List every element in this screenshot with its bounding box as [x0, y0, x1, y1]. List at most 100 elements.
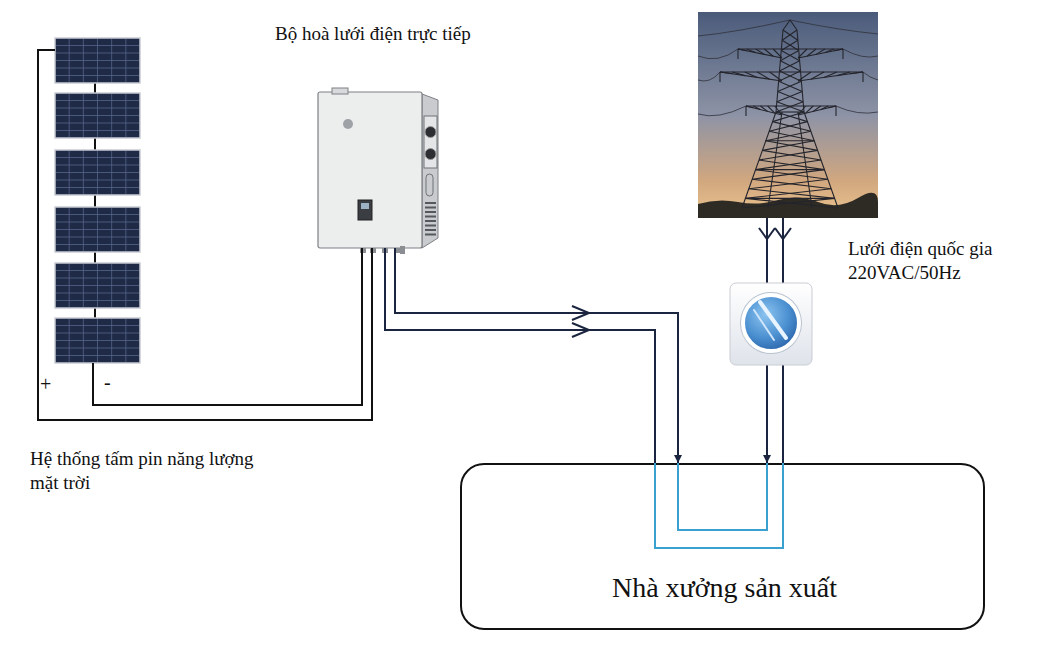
cell-line	[56, 108, 139, 109]
tower-member	[732, 72, 744, 76]
flow-chevron	[775, 228, 791, 239]
cell-line	[56, 75, 139, 76]
transmission-tower-photo	[698, 12, 878, 218]
power-line	[698, 106, 746, 116]
tower-member	[738, 49, 747, 51]
tower-member	[807, 49, 816, 56]
tower-member	[738, 49, 782, 58]
flow-chevron	[759, 228, 775, 239]
panel-frame	[55, 207, 140, 252]
inverter-side	[422, 94, 438, 248]
tower-member	[753, 106, 760, 110]
cable-gland	[370, 248, 376, 253]
panel-frame	[55, 318, 140, 363]
sky	[698, 12, 878, 218]
display-panel	[358, 200, 372, 220]
cell-line	[56, 278, 139, 279]
tower-member	[842, 49, 843, 59]
tower-member	[766, 140, 814, 141]
inverter-drawing	[318, 88, 440, 248]
solar-drawing	[55, 38, 140, 363]
vent-slat	[425, 216, 436, 218]
tower-member	[780, 61, 800, 71]
tower-member	[825, 49, 834, 53]
node-label: Hệ thống tấm pin năng lượng mặt trời	[30, 447, 260, 495]
cell-line	[56, 340, 139, 341]
vent-slat	[425, 234, 436, 236]
solar-panel	[55, 318, 140, 363]
solar-panels	[55, 38, 140, 363]
tower-member	[850, 72, 863, 74]
node-label: Nhà xưởng sản xuất	[462, 570, 987, 605]
tower-member	[837, 72, 850, 76]
cell-line	[56, 237, 139, 238]
tower-member	[746, 105, 836, 106]
solar-panel	[55, 263, 140, 308]
tower-member	[777, 92, 802, 102]
tower-member	[862, 72, 863, 82]
tower-member	[720, 72, 732, 74]
tower-member	[745, 198, 834, 199]
tower-member	[745, 72, 757, 77]
vent-slat	[425, 202, 436, 204]
panel-link	[94, 138, 96, 150]
cable-gland	[360, 248, 366, 253]
cell-line	[56, 60, 139, 61]
cell-line	[56, 157, 139, 158]
cell-line	[56, 115, 139, 116]
vent-slat	[425, 220, 436, 222]
cell-line	[56, 355, 139, 356]
power-line	[836, 106, 878, 113]
tower-member	[778, 92, 803, 102]
cell-line	[56, 100, 139, 101]
tower-member	[747, 49, 756, 53]
cell-line	[56, 180, 139, 181]
cell-line	[56, 68, 139, 69]
power-grid: Lưới điện quốc gia 220VAC/50Hz	[698, 12, 878, 218]
vent-slat	[425, 211, 436, 213]
tower-member	[780, 51, 798, 61]
tower-member	[775, 106, 782, 115]
solar-panel	[55, 38, 140, 83]
solar-panel	[55, 93, 140, 138]
tower-member	[720, 72, 782, 81]
tower-member	[778, 81, 802, 91]
tower-member	[824, 72, 837, 77]
inverter-drawing	[318, 88, 438, 254]
cell-line	[56, 222, 139, 223]
grid-drawing	[698, 12, 878, 218]
cell-line	[56, 348, 139, 349]
tower-member	[813, 106, 821, 111]
tower-member	[781, 51, 799, 61]
inverter-device: Bộ hoà lưới điện trực tiếp	[318, 88, 440, 248]
tower-member	[759, 150, 818, 160]
vent-slat	[425, 225, 436, 227]
cell-line	[56, 123, 139, 124]
wire-connector	[395, 248, 678, 463]
cell-line	[56, 285, 139, 286]
tower-member	[806, 106, 814, 113]
tower-member	[756, 49, 765, 54]
meter-body	[730, 283, 812, 365]
cell-line	[56, 172, 139, 173]
tower-member	[783, 30, 798, 40]
panel-frame	[55, 93, 140, 138]
panel-link	[94, 252, 96, 263]
ground	[698, 193, 878, 218]
tower-member	[834, 49, 843, 51]
tower-member	[798, 72, 811, 81]
tower-member	[766, 131, 811, 141]
tower-member	[746, 106, 782, 115]
panel-frame	[55, 150, 140, 195]
tower-member	[738, 48, 843, 49]
tower-member	[766, 141, 818, 151]
tower-member	[768, 106, 775, 113]
mount-bracket	[332, 88, 348, 94]
power-line	[698, 49, 738, 59]
panel-frame	[55, 263, 140, 308]
solar-panel	[55, 150, 140, 195]
meter-glare	[754, 310, 774, 340]
cell-line	[56, 45, 139, 46]
